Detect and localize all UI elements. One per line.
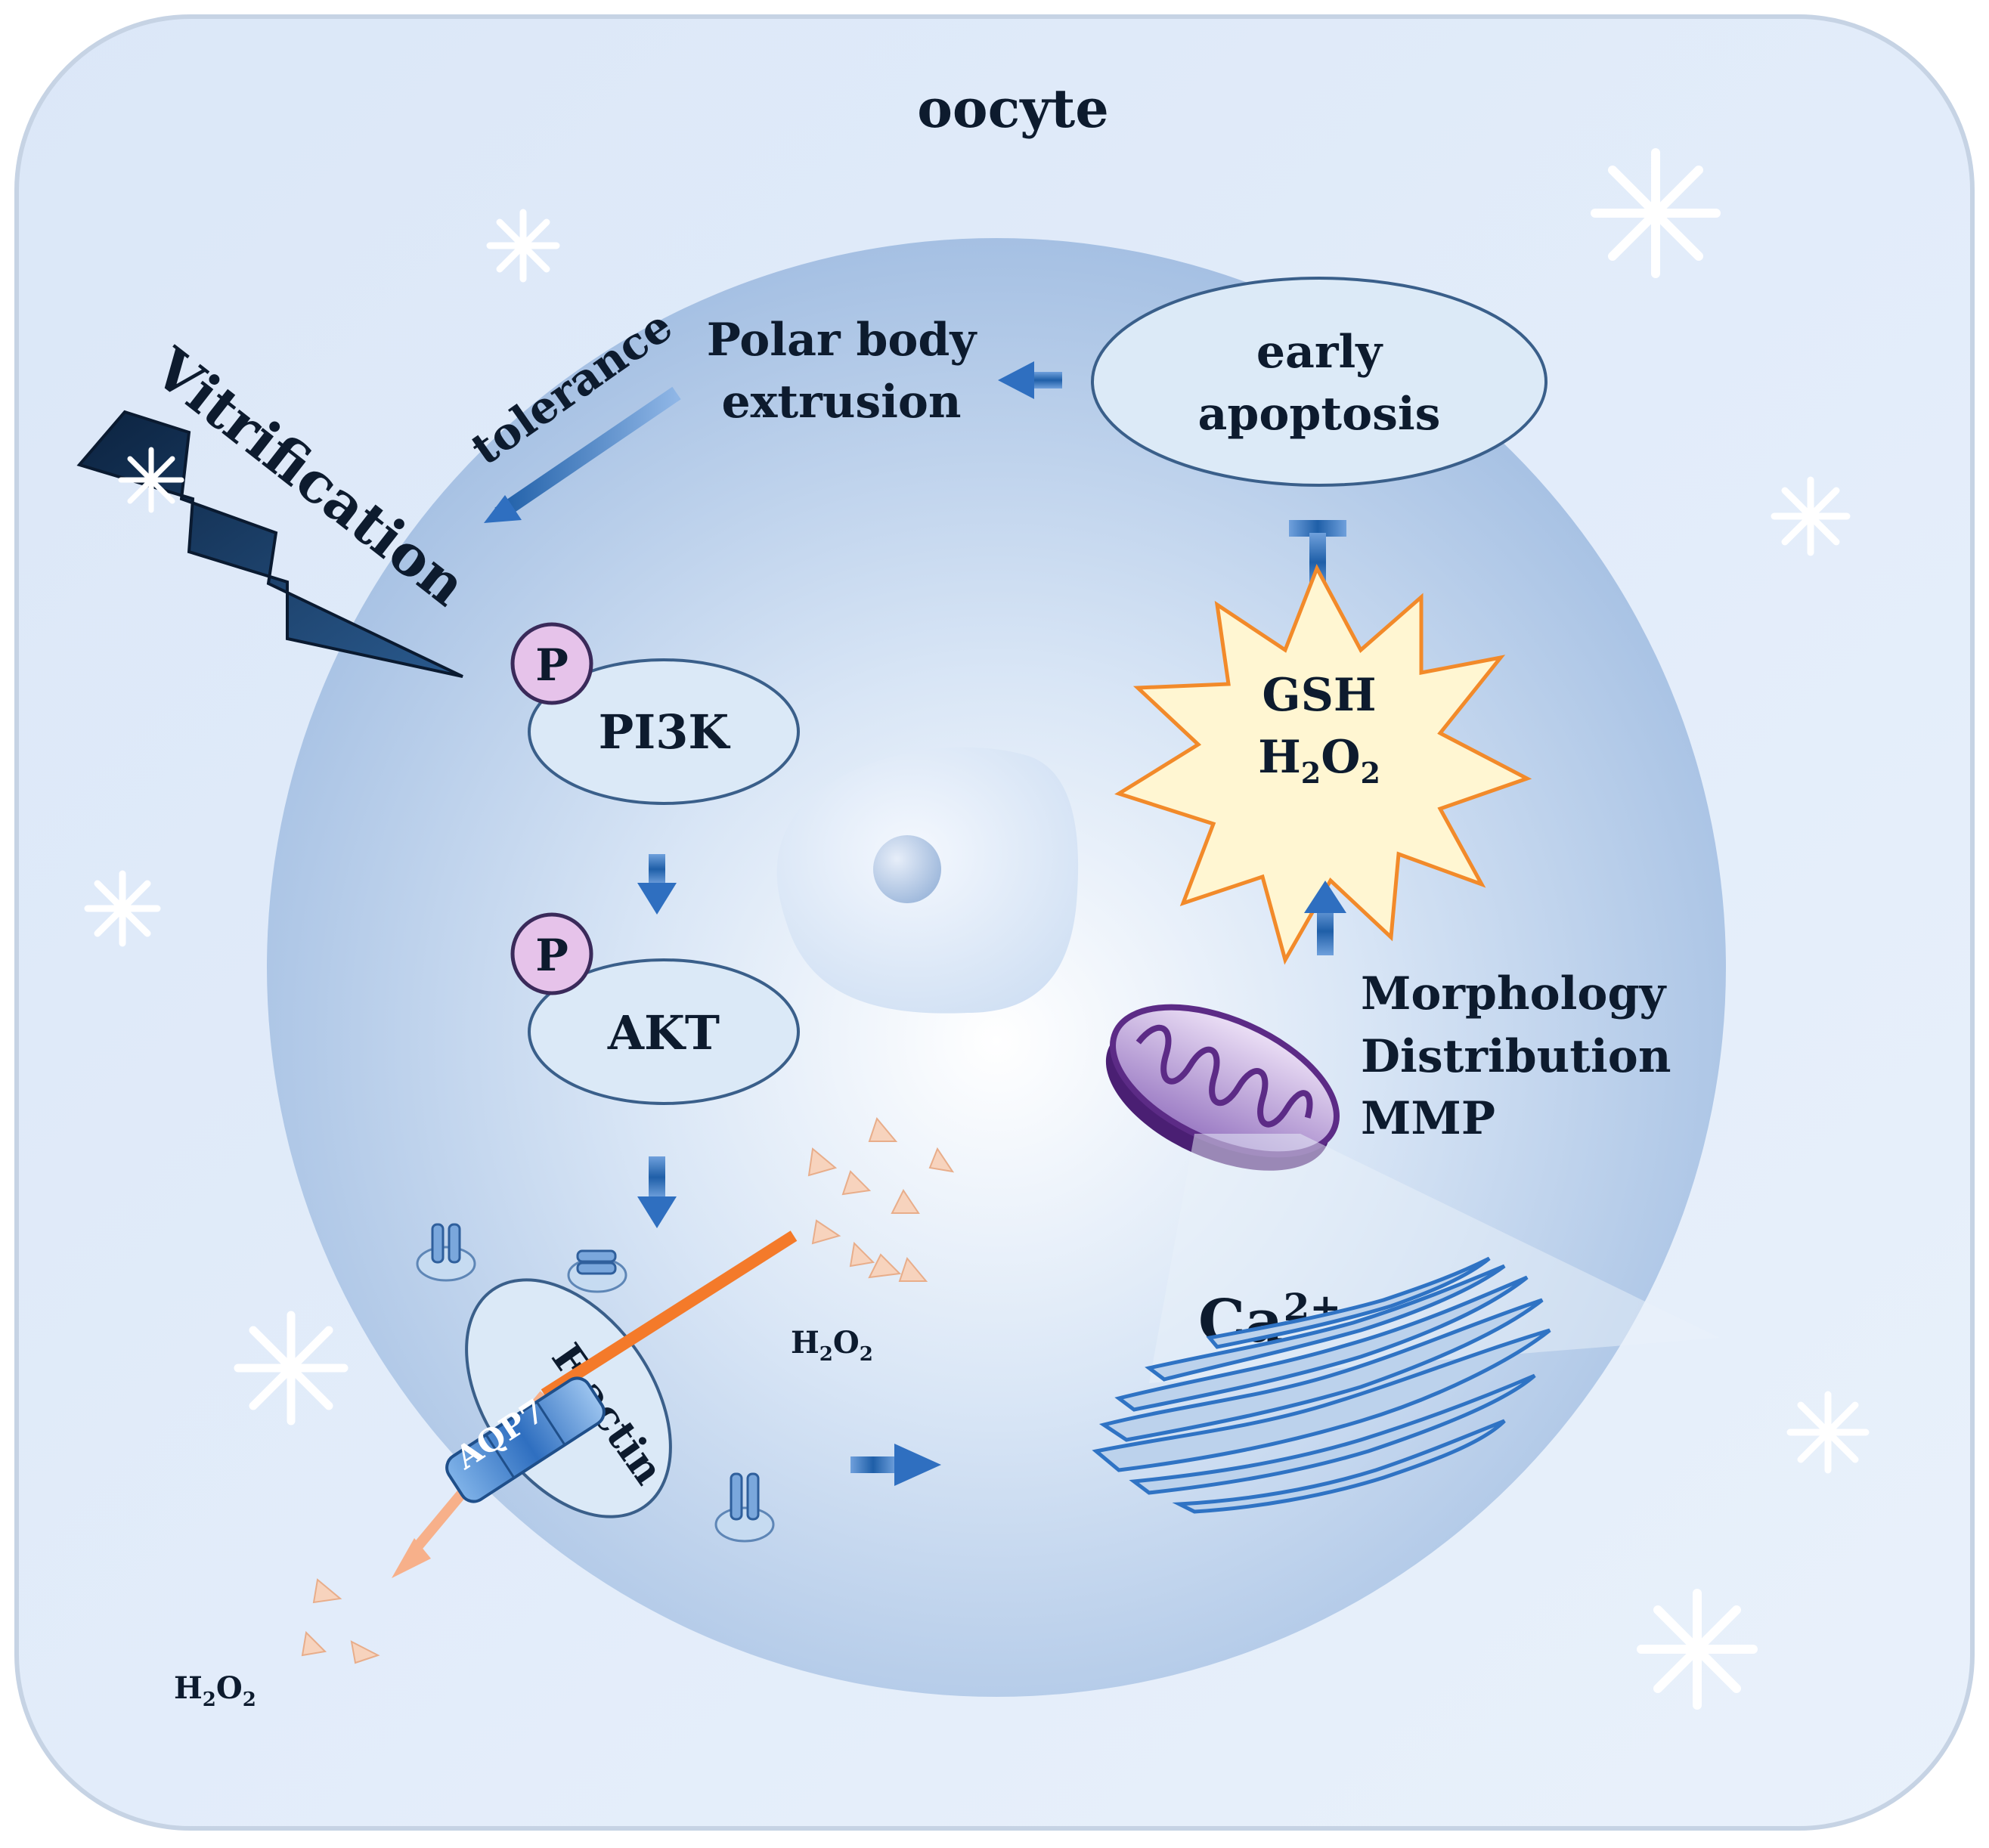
arrow-apoptosis-to-polar-body	[1032, 372, 1062, 388]
channel-icon	[567, 1249, 627, 1293]
arrow-apoptosis-to-polar-body-head	[998, 361, 1034, 399]
mito-readout-mmp: MMP	[1361, 1092, 1495, 1145]
snowflake-icon	[486, 209, 560, 283]
mito-readout-distribution: Distribution	[1361, 1030, 1671, 1083]
arrow-akt-to-factin-head	[637, 1196, 677, 1228]
h2o2-inside-label: H2O2	[791, 1325, 873, 1366]
endoplasmic-reticulum-icon	[1092, 1256, 1551, 1514]
snowflake-icon	[118, 447, 184, 513]
phospho-badge-akt	[510, 912, 593, 995]
tolerance-arrow	[494, 386, 681, 521]
snowflake-icon	[234, 1311, 349, 1425]
phospho-badge-pi3k	[510, 622, 593, 705]
snowflake-icon	[1637, 1589, 1758, 1710]
arrow-pi3k-to-akt	[649, 854, 665, 884]
h2o2-efflux-arrowhead	[392, 1538, 431, 1578]
arrow-mito-to-burst	[1317, 907, 1334, 955]
tolerance-arrowhead	[484, 495, 522, 523]
inhibition-bar	[1289, 520, 1346, 537]
arrow-mito-to-burst-head	[1304, 881, 1346, 913]
phospho-label-akt: P	[535, 930, 569, 981]
arrow-to-er-head	[894, 1444, 941, 1486]
arrow-pi3k-to-akt-head	[637, 883, 677, 915]
mitochondrion-icon	[1105, 1004, 1340, 1171]
gsh-label: GSH	[1262, 669, 1376, 722]
h2o2-outside-label: H2O2	[174, 1670, 256, 1711]
apoptosis-label-line1: early	[1256, 326, 1383, 379]
h2o2-burst-label: H2O2	[1258, 731, 1380, 790]
h2o2-molecule-cluster-inner	[807, 1116, 955, 1282]
polar-body-label-line1: Polar body	[707, 314, 978, 367]
apoptosis-label-line2: apoptosis	[1198, 388, 1441, 441]
akt-node	[528, 958, 800, 1105]
nucleolus	[873, 835, 941, 903]
mito-readout-morphology: Morphology	[1361, 967, 1667, 1020]
oxidative-stress-burst	[1114, 564, 1532, 965]
snowflake-icon	[1771, 476, 1851, 556]
aqp7-channel-icon	[445, 1376, 606, 1503]
phospho-label-pi3k: P	[535, 639, 569, 691]
arrow-akt-to-factin	[649, 1156, 665, 1198]
channel-icon	[416, 1223, 476, 1282]
pi3k-label: PI3K	[599, 704, 731, 760]
arrow-to-er	[850, 1456, 896, 1473]
pi3k-node	[528, 658, 800, 805]
channel-icon	[714, 1472, 775, 1543]
snowflake-icon	[1591, 148, 1721, 278]
akt-label: AKT	[607, 1005, 720, 1060]
snowflake-icon	[84, 870, 161, 947]
h2o2-transport-line	[541, 1230, 798, 1400]
cell-title: oocyte	[917, 77, 1109, 140]
polar-body-label-line2: extrusion	[721, 376, 961, 429]
early-apoptosis-node	[1091, 277, 1548, 487]
snowflake-icon	[1786, 1391, 1870, 1474]
h2o2-molecule-cluster-outer	[301, 1578, 380, 1664]
